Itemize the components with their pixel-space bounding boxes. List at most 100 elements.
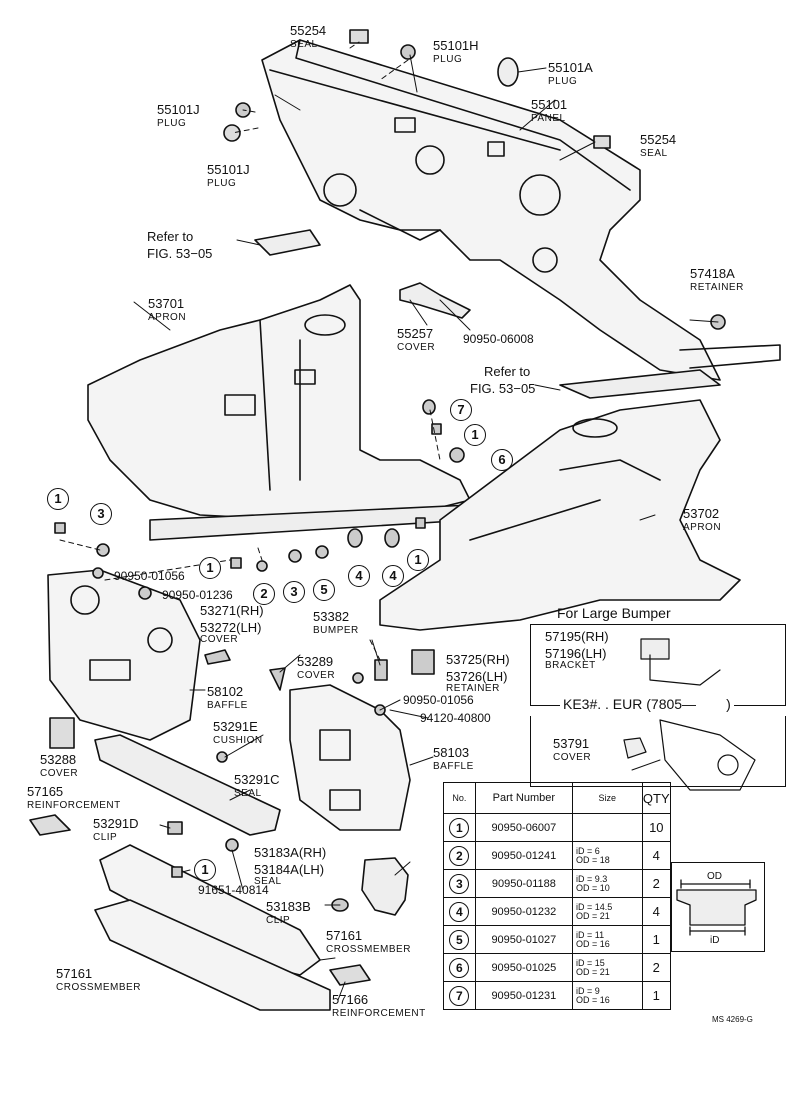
left-baffle-illustration [47,569,201,741]
header-no: No. [443,782,476,814]
label-90950-01056-left: 90950-01056 [114,569,185,583]
callout-1: 1 [194,859,216,881]
callout-1: 1 [464,424,486,446]
label-53271-53272-cover: 53271(RH)53272(LH)COVER [200,603,264,645]
right-baffle-illustration [289,684,411,831]
callout-4: 4 [348,565,370,587]
cell-no: 7 [443,981,476,1010]
cell-part-number: 90950-01232 [474,897,573,926]
callout-2: 2 [253,583,275,605]
cell-no: 5 [443,925,476,954]
callout-1: 1 [199,557,221,579]
cell-qty: 1 [641,925,672,954]
cell-qty: 10 [641,813,672,842]
callout-6: 6 [491,449,513,471]
cell-no: 1 [443,813,476,842]
label-90950-01236: 90950-01236 [162,588,233,602]
label-90950-01056-right: 90950-01056 [403,693,474,707]
header-part-number: Part Number [474,782,573,814]
od-label: OD [707,871,722,882]
panel-illustration [254,39,781,399]
cell-part-number: 90950-01231 [474,981,573,1010]
cell-qty: 4 [641,897,672,926]
label-53725-53726-retainer: 53725(RH)53726(LH)RETAINER [446,652,510,694]
callout-1: 1 [47,488,69,510]
cell-part-number: 90950-06007 [474,813,573,842]
cell-no: 2 [443,841,476,870]
label-91651-40814: 91651-40814 [198,883,269,897]
cell-part-number: 90950-01027 [474,925,573,954]
cell-no: 6 [443,953,476,982]
cell-qty: 1 [641,981,672,1010]
right-apron-illustration [379,399,741,631]
seal-strip [94,734,281,836]
cell-qty: 4 [641,841,672,870]
table-header-row: No. Part Number Size QTY [443,782,672,814]
callout-5: 5 [313,579,335,601]
callout-3: 3 [90,503,112,525]
callout-3: 3 [283,581,305,603]
lower-crossmember [94,899,331,1011]
cell-part-number: 90950-01188 [474,869,573,898]
id-label: iD [710,935,720,946]
cell-qty: 2 [641,953,672,982]
header-size: Size [571,782,643,814]
cell-part-number: 90950-01241 [474,841,573,870]
grommet-illustration [676,879,757,936]
cell-no: 3 [443,869,476,898]
callout-1: 1 [407,549,429,571]
large-bumper-title: For Large Bumper [557,605,671,621]
label-90950-06008: 90950-06008 [463,332,534,346]
grommet-size-key [671,862,765,952]
cell-no: 4 [443,897,476,926]
callout-7: 7 [450,399,472,421]
left-apron-illustration [87,284,471,541]
label-94120-40800: 94120-40800 [420,711,491,725]
ke3-eur-title: KE3#. . EUR (7805—) [560,697,734,711]
callout-4: 4 [382,565,404,587]
